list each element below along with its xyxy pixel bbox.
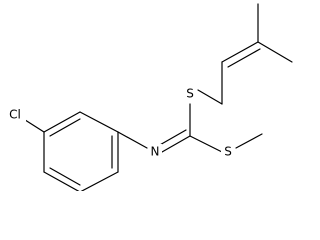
- s-methyl-label-bg: [221, 144, 235, 160]
- c-s-methyl-bond: [189, 135, 223, 153]
- chemical-structure-diagram: Cl N S S: [4, 3, 293, 191]
- c-methyl-right-bond: [257, 41, 293, 63]
- s-methyl-carbon-bond: [235, 133, 263, 149]
- ring-bond-4: [80, 171, 119, 191]
- sulfur-allyl-label: S: [186, 87, 194, 101]
- c-n-double-bond-b: [157, 129, 187, 147]
- chlorine-atom-label: Cl: [9, 108, 21, 122]
- ch-c-double-bond-b: [227, 48, 261, 68]
- ring-double-bond-3: [49, 167, 81, 186]
- ring-double-bond-1: [49, 118, 81, 137]
- s-allyl-label-bg: [183, 86, 197, 102]
- benzene-ring: [43, 111, 119, 191]
- ring-bond-1: [43, 111, 81, 133]
- ring-n-bond: [117, 131, 148, 149]
- ch-c-double-bond-a: [221, 41, 259, 63]
- cl-label-bg: [4, 106, 26, 122]
- n-label-bg: [148, 144, 162, 160]
- sulfur-methyl-label: S: [224, 145, 232, 159]
- imine-nitrogen-label: N: [151, 145, 160, 159]
- ring-bond-5: [43, 171, 80, 191]
- c-n-double-bond-a: [161, 135, 191, 153]
- ring-bond-2: [79, 111, 119, 133]
- s-ch2-bond: [197, 89, 223, 105]
